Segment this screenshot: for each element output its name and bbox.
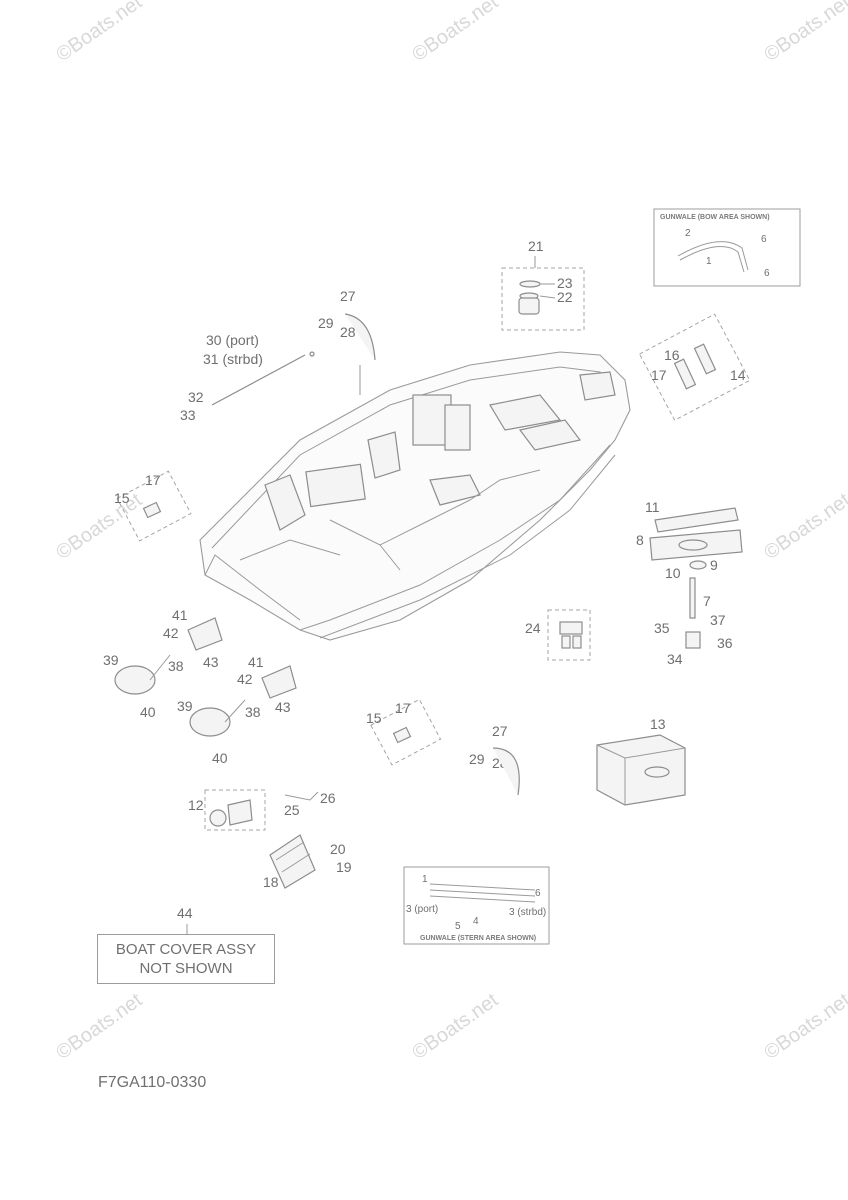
boat-cover-line2: NOT SHOWN: [139, 960, 233, 977]
callout-27: 27: [340, 288, 356, 304]
callout-42: 42: [237, 671, 253, 687]
ladder-group: 18 20 19: [263, 834, 352, 890]
callout-41: 41: [172, 607, 188, 623]
callout-22: 22: [557, 289, 573, 305]
callout-28: 28: [340, 324, 356, 340]
watermark: ©Boats.net: [760, 489, 848, 564]
callout-11: 11: [645, 499, 660, 515]
watermark: ©Boats.net: [760, 989, 848, 1064]
speaker-group: 12: [188, 789, 266, 831]
callout-20: 20: [330, 841, 346, 857]
callout-44: 44: [177, 905, 193, 921]
callout-1: 1: [422, 874, 428, 885]
callout-12: 12: [188, 797, 204, 813]
watermark: ©Boats.net: [408, 989, 502, 1064]
inset-title: GUNWALE (STERN AREA SHOWN): [420, 935, 536, 942]
callout-2: 2: [685, 228, 691, 239]
callout-35: 35: [654, 620, 670, 636]
callout-32: 32: [188, 389, 204, 405]
grab-handle-lower: 27 29 28: [469, 723, 520, 796]
callout-33: 33: [180, 407, 196, 423]
callout-17: 17: [145, 472, 161, 488]
cooler-group: 13: [596, 716, 686, 806]
callout-38: 38: [245, 704, 261, 720]
callout-40: 40: [212, 750, 228, 766]
rail-group: 30 (port) 31 (strbd) 32 33: [180, 332, 315, 423]
callout-3: 3 (strbd): [509, 907, 546, 918]
bracket-left-group: 17 15: [114, 470, 192, 542]
callout-25: 25: [284, 802, 300, 818]
callout-23: 23: [557, 275, 573, 291]
callout-4: 4: [473, 916, 479, 927]
watermark: ©Boats.net: [52, 989, 146, 1064]
callout-9: 9: [710, 557, 718, 573]
grab-handle-top: 27 29 28: [318, 288, 376, 395]
callout-40: 40: [140, 704, 156, 720]
callout-17: 17: [395, 700, 411, 716]
gunwale-bow-inset: GUNWALE (BOW AREA SHOWN) 2 1 6 6: [653, 208, 801, 287]
callout-16: 16: [664, 347, 680, 363]
callout-43: 43: [275, 699, 291, 715]
callout-14: 14: [730, 367, 746, 383]
callout-34: 34: [667, 651, 683, 667]
callout-6: 6: [764, 268, 770, 279]
callout-41: 41: [248, 654, 264, 670]
callout-29: 29: [469, 751, 485, 767]
watermark: ©Boats.net: [52, 0, 146, 66]
callout-3: 3 (port): [406, 904, 438, 915]
callout-26: 26: [320, 790, 336, 806]
callout-42: 42: [163, 625, 179, 641]
callout-19: 19: [336, 859, 352, 875]
callout-17: 17: [651, 367, 667, 383]
callout-29: 29: [318, 315, 334, 331]
callout-5: 5: [455, 921, 461, 932]
drain-plug-group: 21 23 22: [501, 238, 585, 331]
boat-cover-note: BOAT COVER ASSY NOT SHOWN: [97, 934, 275, 984]
callout-1: 1: [706, 256, 712, 267]
callout-31: 31 (strbd): [203, 351, 263, 367]
seat-group-2: 41 42 43 39 38 40: [177, 654, 297, 766]
callout-38: 38: [168, 658, 184, 674]
callout-6: 6: [535, 888, 541, 899]
cleat-group: 24: [525, 609, 591, 661]
callout-15: 15: [114, 490, 130, 506]
hinge-group: 25 26: [284, 790, 336, 818]
callout-6: 6: [761, 234, 767, 245]
callout-8: 8: [636, 532, 644, 548]
callout-24: 24: [525, 620, 541, 636]
boat-hull: [199, 351, 631, 641]
diagram-code: F7GA110-0330: [98, 1074, 207, 1091]
callout-39: 39: [103, 652, 119, 668]
inset-title: GUNWALE (BOW AREA SHOWN): [660, 214, 770, 221]
callout-10: 10: [665, 565, 681, 581]
gunwale-stern-inset: 1 6 3 (port) 3 (strbd) 4 5 GUNWALE (STER…: [403, 866, 550, 945]
callout-18: 18: [263, 874, 279, 890]
watermark: ©Boats.net: [760, 0, 848, 66]
table-group: 11 8 10 9 7: [636, 499, 743, 619]
callout-21: 21: [528, 238, 544, 254]
callout-15: 15: [366, 710, 382, 726]
callout-36: 36: [717, 635, 733, 651]
bracket-mid-group: 15 17: [366, 698, 442, 766]
callout-30: 30 (port): [206, 332, 259, 348]
callout-39: 39: [177, 698, 193, 714]
callout-37: 37: [710, 612, 726, 628]
callout-27: 27: [492, 723, 508, 739]
latch-group: 35 37 36 34: [654, 612, 733, 667]
watermark: ©Boats.net: [52, 489, 146, 564]
boat-cover-line1: BOAT COVER ASSY: [115, 941, 257, 958]
bracket-right-group: 16 17 14: [638, 313, 751, 421]
callout-7: 7: [703, 593, 711, 609]
callout-43: 43: [203, 654, 219, 670]
watermark: ©Boats.net: [408, 0, 502, 66]
seat-group-1: 41 42 43 39 38 40: [103, 607, 223, 720]
callout-13: 13: [650, 716, 666, 732]
boat-cover-callout: 44: [177, 905, 193, 934]
